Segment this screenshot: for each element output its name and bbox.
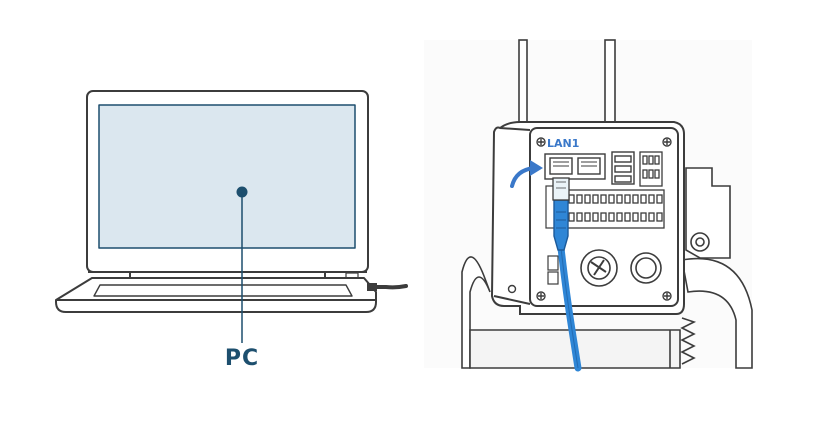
lan-ports — [544, 153, 606, 180]
ethernet-cable-icon — [552, 177, 582, 372]
laptop-cord — [367, 283, 408, 291]
terminal-pin — [632, 212, 639, 222]
terminal-pin — [616, 194, 623, 204]
terminal-pin — [592, 194, 599, 204]
terminal-pin — [568, 194, 575, 204]
terminal-pin — [640, 212, 647, 222]
laptop-icon — [55, 90, 377, 313]
terminal-pin — [576, 194, 583, 204]
terminal-pin — [624, 194, 631, 204]
laptop-screen — [98, 104, 356, 249]
terminal-pin — [600, 212, 607, 222]
terminal-pin — [568, 212, 575, 222]
terminal-pin — [632, 194, 639, 204]
lan1-label: LAN1 — [547, 137, 580, 150]
terminal-pin — [616, 212, 623, 222]
pc-callout — [236, 186, 248, 343]
pc-label: PC — [224, 346, 260, 371]
terminal-pin — [608, 212, 615, 222]
terminal-pin — [640, 194, 647, 204]
curved-arrow-icon — [510, 160, 543, 188]
terminal-pin — [592, 212, 599, 222]
device-illustration — [424, 39, 753, 372]
terminal-pin — [608, 194, 615, 204]
terminal-pin — [584, 194, 591, 204]
terminal-pin — [648, 194, 655, 204]
round-connectors — [580, 249, 662, 287]
terminal-pin — [656, 194, 663, 204]
screws — [507, 137, 672, 301]
usb-ports — [611, 151, 635, 185]
dip-switches — [639, 151, 663, 187]
terminal-pin — [624, 212, 631, 222]
terminal-pin — [656, 212, 663, 222]
terminal-pin — [584, 212, 591, 222]
terminal-pin — [648, 212, 655, 222]
terminal-pin — [600, 194, 607, 204]
terminal-pin — [576, 212, 583, 222]
terminal-block — [565, 189, 665, 229]
